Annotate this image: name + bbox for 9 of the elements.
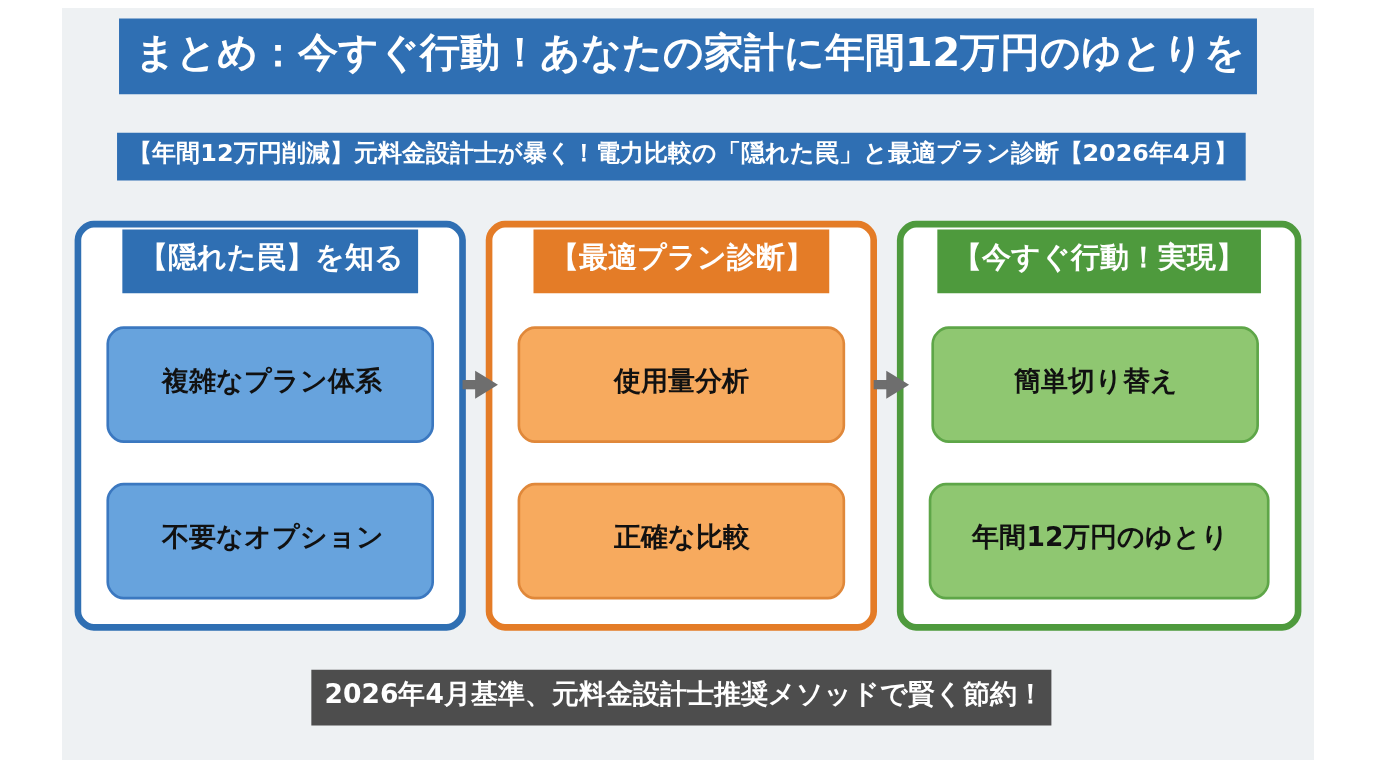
diagram-title: まとめ：今すぐ行動！あなたの家計に年間12万円のゆとりを — [134, 28, 1246, 75]
node-box: 簡単切り替え — [931, 326, 1259, 443]
node-box: 複雑なプラン体系 — [106, 326, 434, 443]
node-box: 正確な比較 — [517, 482, 846, 600]
caption: 2026年4月基準、元料金設計士推奨メソッドで賢く節約！ — [324, 677, 1044, 709]
node-box: 年間12万円のゆとり — [928, 482, 1270, 600]
node-box: 不要なオプション — [106, 482, 434, 600]
node-box: 使用量分析 — [517, 326, 846, 443]
label: 【年間12万円削減】元料金設計士が暴く！電力比較の「隠れた罠」と最適プラン診断【2026年4月】 — [128, 139, 1238, 168]
